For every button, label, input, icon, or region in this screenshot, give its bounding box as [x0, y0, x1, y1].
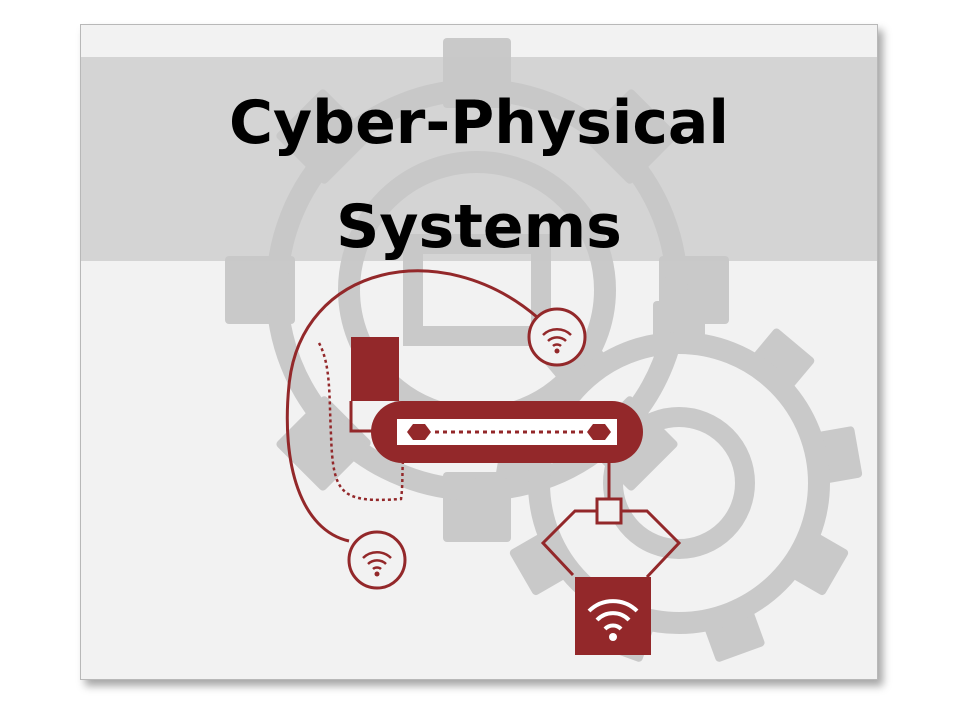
wifi-icon — [347, 530, 407, 590]
wifi-icon — [527, 307, 587, 367]
dotted-cable — [317, 342, 405, 502]
title-band — [81, 57, 877, 261]
gripper-joint — [595, 497, 623, 525]
page-title: Cyber-Physical Systems — [81, 71, 877, 279]
wireless-module — [575, 577, 651, 655]
title-line-2: Systems — [336, 192, 622, 262]
wifi-icon — [587, 599, 639, 641]
connection-arc — [285, 269, 538, 543]
slide-frame: Cyber-Physical Systems — [80, 24, 878, 680]
conveyor-belt-icon — [371, 401, 643, 463]
robot-gripper-icon — [540, 509, 682, 579]
machine-block — [351, 337, 399, 401]
title-line-1: Cyber-Physical — [229, 88, 729, 158]
cyber-physical-illustration — [285, 269, 682, 655]
gear-icon — [495, 301, 863, 663]
